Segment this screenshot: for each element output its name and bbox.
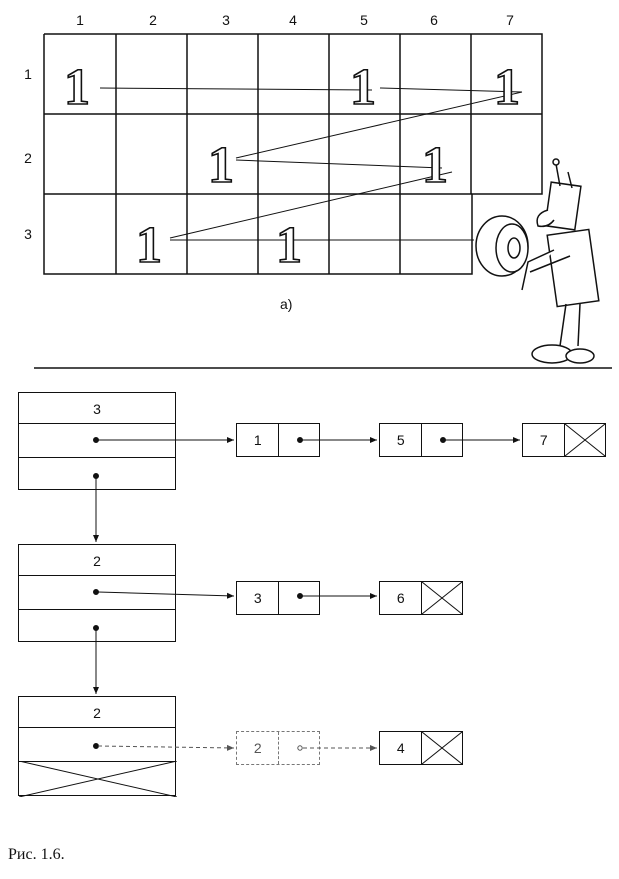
null-marker-icon [19,761,177,797]
column-label-4: 4 [289,12,297,28]
null-pointer-icon [422,732,463,764]
list-node-last: 7 [522,423,606,457]
thread-line [235,91,523,159]
dashed-pointer-arrow [97,744,235,751]
figure-one-icon: 1 [276,217,302,274]
null-pointer-icon [565,424,606,456]
column-label-1: 1 [76,12,84,28]
list-node-last: 6 [379,581,463,615]
node-value: 4 [380,732,423,764]
figure-caption: Рис. 1.6. [8,846,65,863]
figure-one-icon: 1 [136,217,162,274]
node-value: 5 [380,424,423,456]
thread-line [169,171,453,239]
column-label-7: 7 [506,12,514,28]
figure-one-icon: 1 [422,137,448,194]
header-block-count: 2 [93,553,101,569]
node-value: 1 [237,424,280,456]
header-block-count: 3 [93,401,101,417]
list-node-last: 4 [379,731,463,765]
column-label-2: 2 [149,12,157,28]
row-label-2: 2 [24,150,32,166]
row-label-3: 3 [24,226,32,242]
node-value: 7 [523,424,566,456]
cell-figures: 1 1 1 1 1 1 1 [63,58,521,275]
figure-one-icon: 1 [64,59,90,116]
node-value: 6 [380,582,423,614]
list-node: 3 [236,581,320,615]
caption-a: а) [280,296,293,312]
column-label-6: 6 [430,12,438,28]
null-pointer-icon [422,582,463,614]
row-label-1: 1 [24,66,32,82]
robot-icon [475,158,600,364]
thread-line [379,87,523,93]
column-label-3: 3 [222,12,230,28]
figure-one-icon: 1 [494,59,520,116]
node-value: 2 [237,732,280,764]
header-block-count: 2 [93,705,101,721]
thread-line [99,87,373,91]
node-value: 3 [237,582,280,614]
pointer-arrow [97,591,235,599]
figure-one-icon: 1 [350,59,376,116]
figure-one-icon: 1 [208,137,234,194]
column-label-5: 5 [360,12,368,28]
thread-line [235,159,443,169]
